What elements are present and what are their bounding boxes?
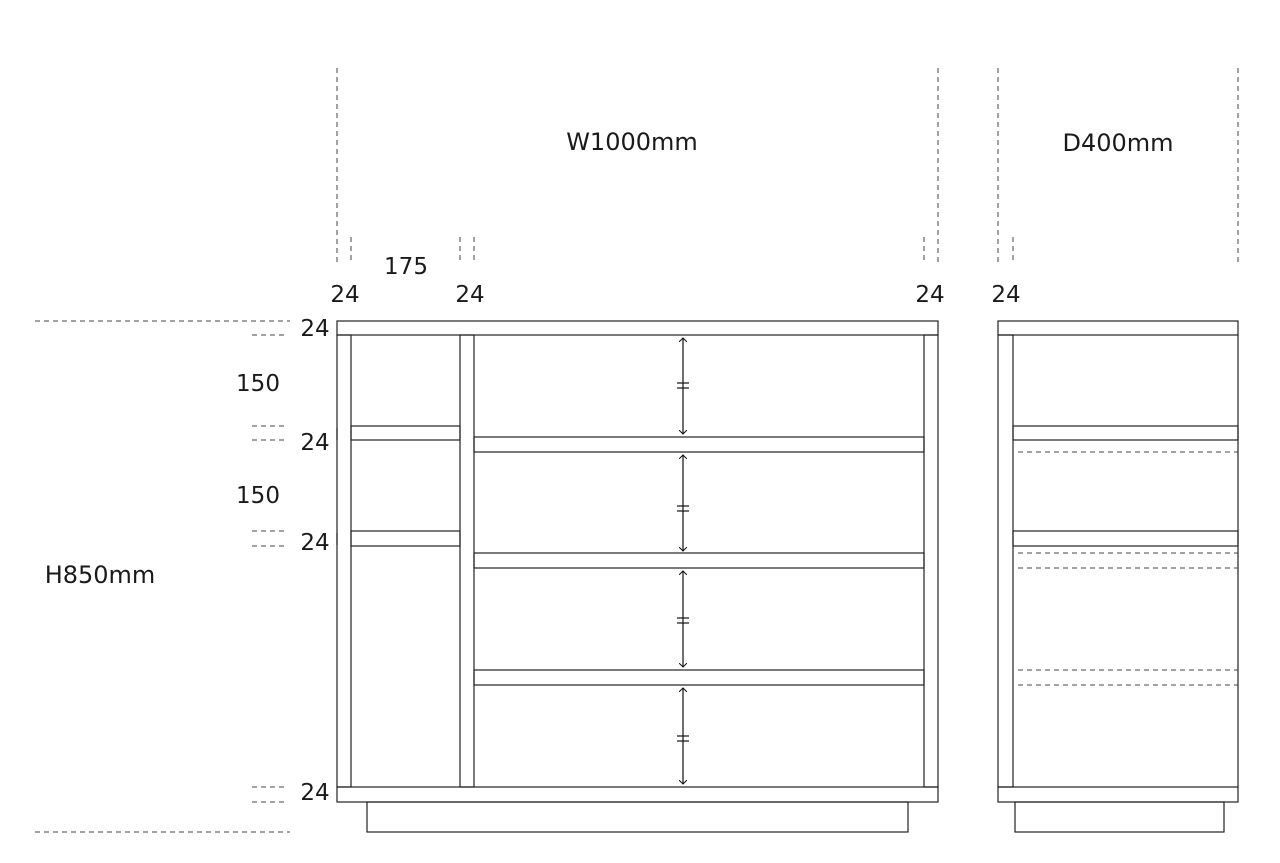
height-label: H850mm (45, 561, 156, 589)
front-right-shelf-1 (473, 436, 925, 453)
front-view (336, 320, 939, 833)
left-dim-shelf-2-gap: 150 (236, 483, 280, 509)
equal-mark-3 (677, 617, 689, 624)
side-bottom-board (997, 786, 1239, 803)
front-plinth (366, 801, 909, 833)
front-partition (459, 334, 475, 788)
front-left-shelf-1 (350, 425, 461, 441)
top-dim-depth-side: 24 (991, 282, 1020, 308)
side-plinth (1014, 801, 1225, 833)
left-dim-shelf-1-gap: 150 (236, 371, 280, 397)
front-left-side (336, 334, 352, 788)
front-right-shelf-2 (473, 552, 925, 569)
front-right-side (923, 334, 939, 788)
front-left-shelf-2 (350, 530, 461, 547)
top-dim-compartment: 175 (384, 254, 428, 280)
top-dim-partition: 24 (455, 282, 484, 308)
left-dim-top-board: 24 (300, 316, 329, 342)
equal-spacing-arrows (677, 338, 689, 784)
side-back-panel (997, 334, 1014, 788)
side-shelf-1 (1012, 425, 1239, 441)
side-view (997, 320, 1239, 833)
width-label: W1000mm (566, 128, 698, 156)
left-dim-shelf-2: 24 (300, 530, 329, 556)
front-right-shelf-3 (473, 669, 925, 686)
equal-mark-1 (677, 382, 689, 389)
left-dim-bottom-board: 24 (300, 780, 329, 806)
top-dim-right-side: 24 (915, 282, 944, 308)
depth-label: D400mm (1062, 129, 1173, 157)
front-bottom-board (336, 786, 939, 803)
equal-mark-4 (677, 735, 689, 742)
side-shelf-2 (1012, 530, 1239, 547)
front-top-board (336, 320, 939, 336)
top-dim-left-side: 24 (330, 282, 359, 308)
extension-lines (35, 68, 1239, 833)
left-dim-shelf-1: 24 (300, 430, 329, 456)
side-top-board (997, 320, 1239, 336)
equal-mark-2 (677, 505, 689, 512)
